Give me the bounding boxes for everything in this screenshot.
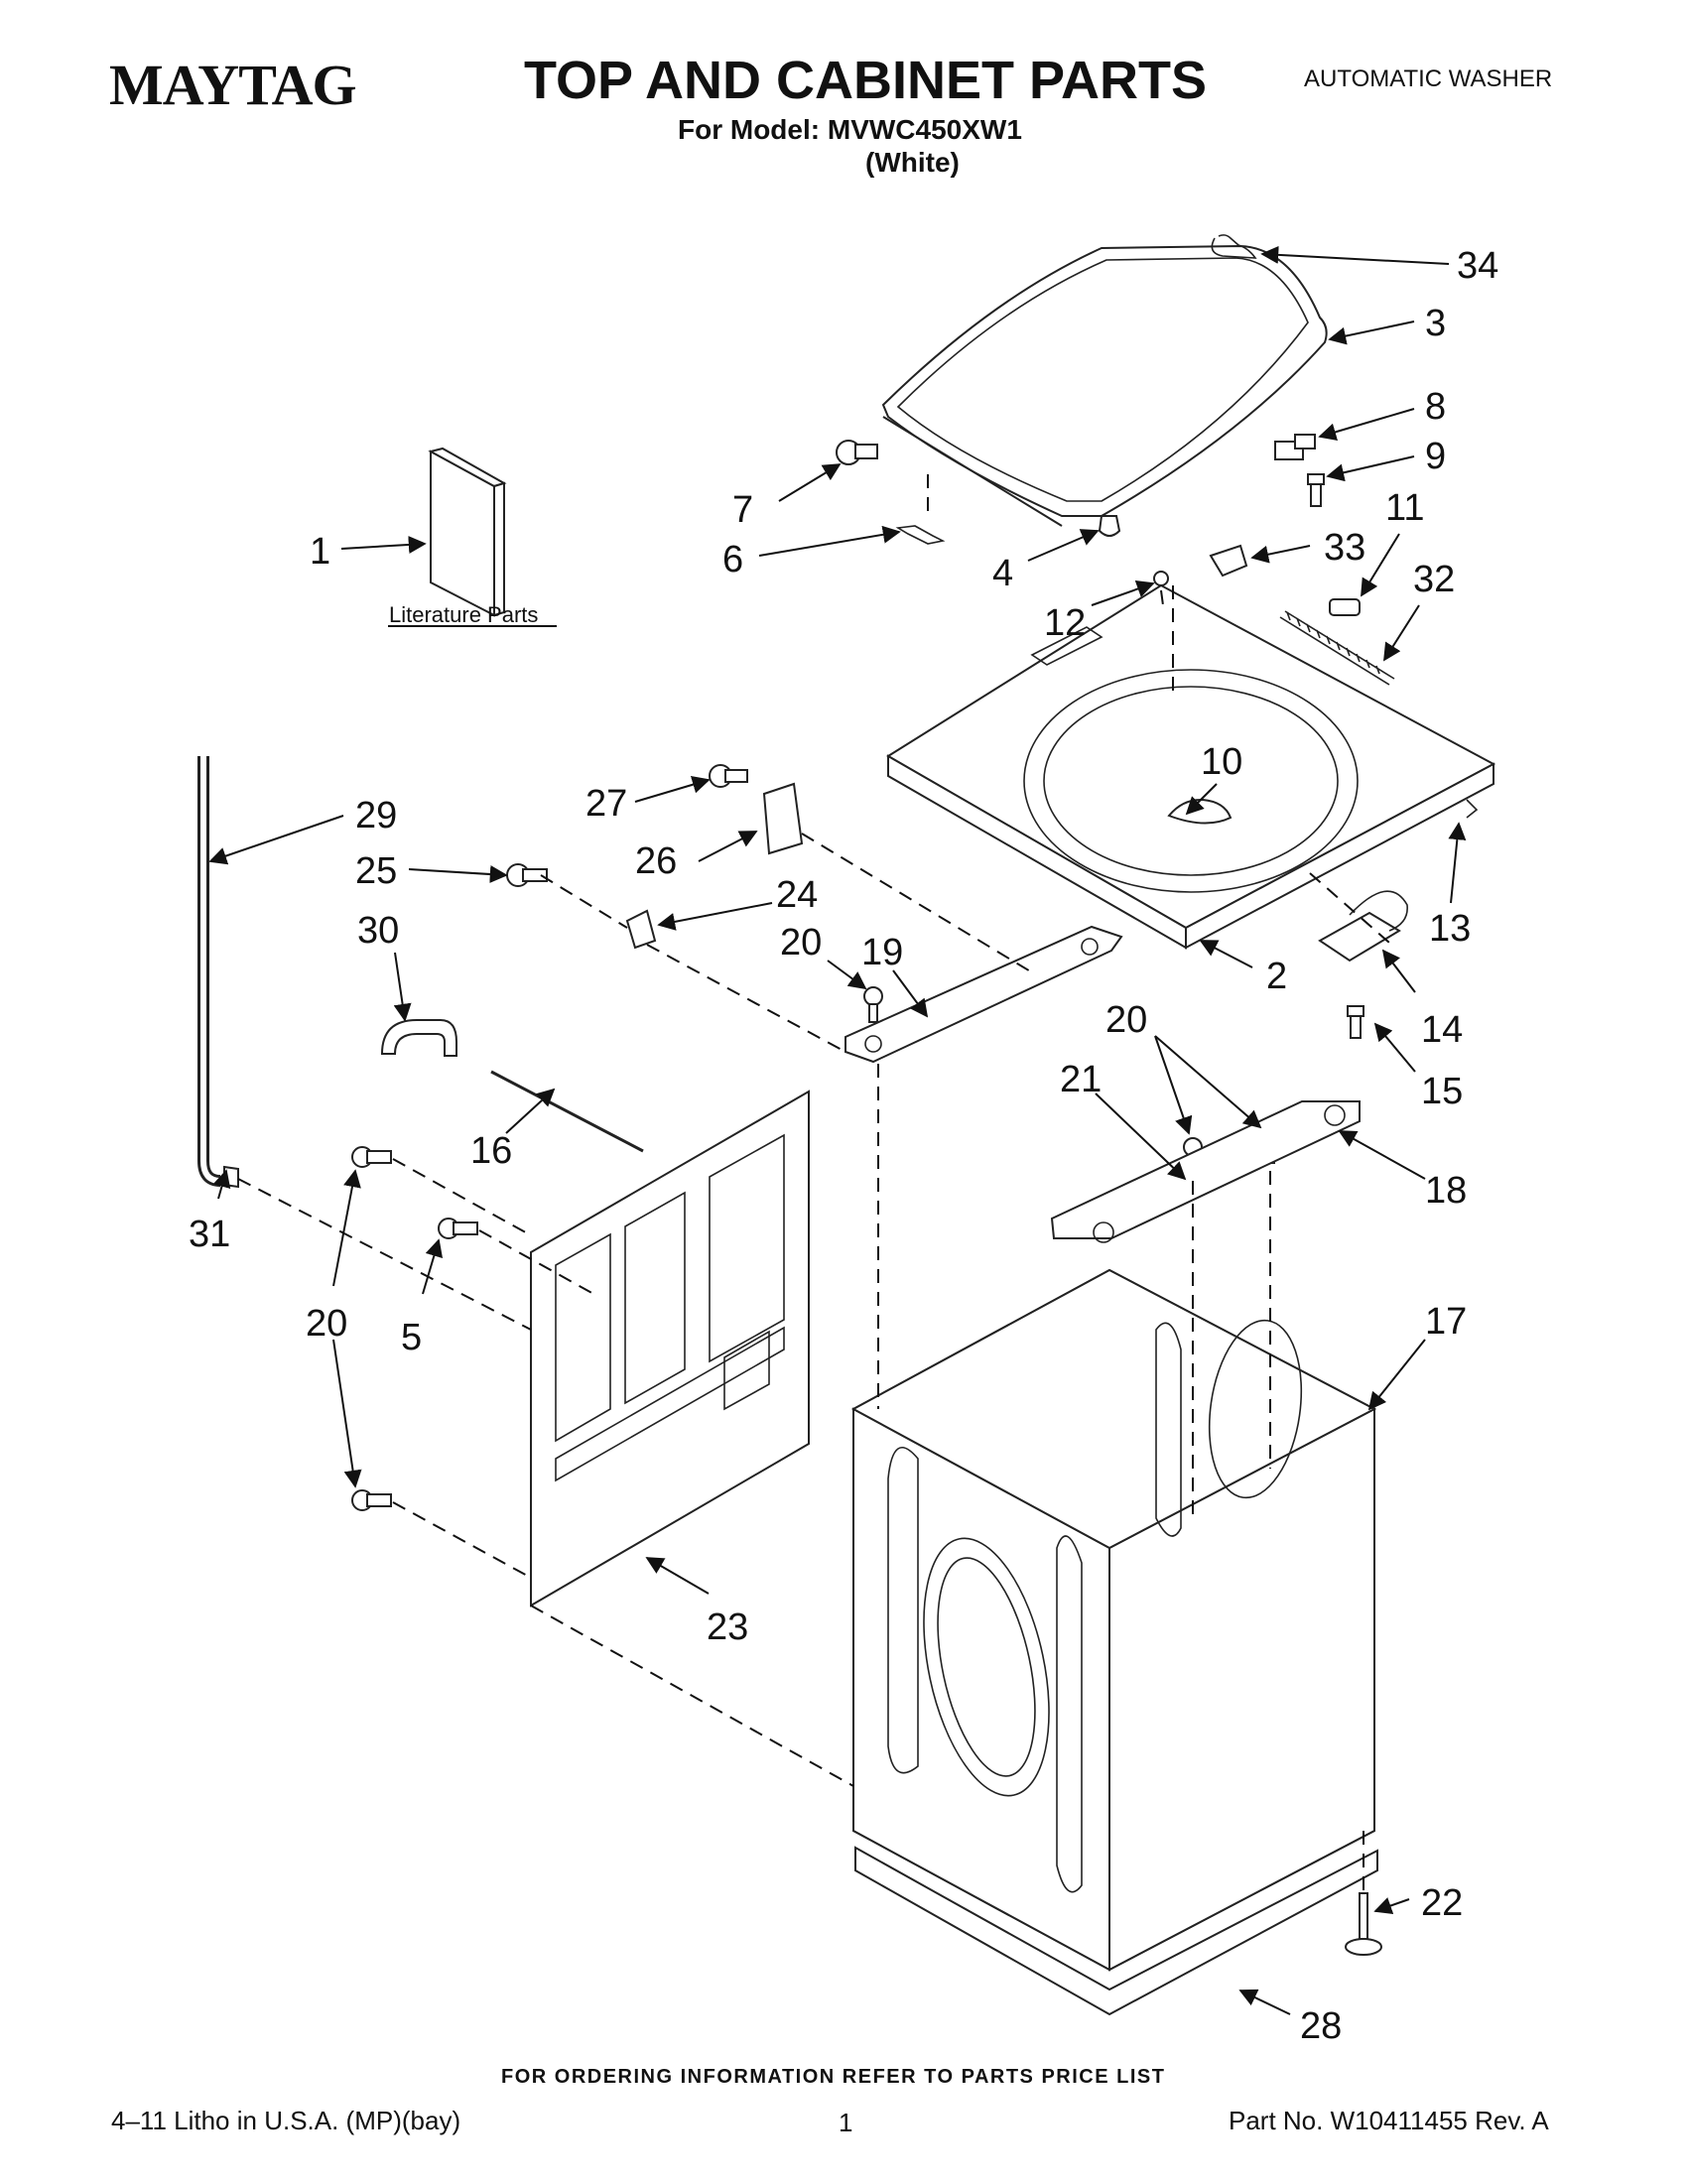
callout-1: 1 (310, 531, 330, 573)
callout-27: 27 (585, 783, 627, 825)
callout-7: 7 (732, 489, 753, 531)
bracket-33-drawing (1209, 544, 1248, 578)
callout-14: 14 (1421, 1009, 1463, 1051)
ordering-note: FOR ORDERING INFORMATION REFER TO PARTS … (501, 2066, 1166, 2088)
hose-clamp-drawing (223, 1165, 239, 1189)
part-number: Part No. W10411455 Rev. A (1229, 2106, 1549, 2135)
lid-switch-drawing (1274, 434, 1316, 460)
lid-drawing (881, 244, 1328, 527)
callout-3: 3 (1425, 303, 1446, 344)
model-line: For Model: MVWC450XW1 (678, 114, 1022, 145)
screw-20-drawing-d (351, 1146, 392, 1168)
callout-23: 23 (707, 1606, 748, 1648)
assembly-lines (237, 474, 1390, 1893)
literature-parts-label: Literature Parts (389, 602, 538, 627)
front-crossbar-drawing (844, 925, 1123, 1064)
nut-12-drawing (1153, 571, 1169, 586)
hinge-screw-drawing (836, 440, 878, 465)
base-drawing (854, 1846, 1378, 2016)
callout-24: 24 (776, 874, 818, 916)
callout-32: 32 (1413, 559, 1455, 600)
leveling-leg-drawing (1345, 1892, 1382, 1956)
page-number: 1 (839, 2108, 853, 2137)
callout-11: 11 (1385, 487, 1424, 529)
callout-20c: 20 (306, 1303, 347, 1345)
callout-18: 18 (1425, 1170, 1467, 1212)
callout-17: 17 (1425, 1301, 1467, 1343)
callout-12: 12 (1044, 602, 1086, 644)
hinge-clip-drawing (895, 525, 946, 545)
callout-19: 19 (861, 932, 903, 973)
callout-10: 10 (1201, 741, 1242, 783)
callout-33: 33 (1324, 527, 1365, 569)
strap-16-drawing (490, 1070, 644, 1153)
literature-booklet-drawing (428, 447, 507, 617)
lid-bumper-drawing (1098, 515, 1121, 537)
screw-20-drawing-e (351, 1489, 392, 1511)
callout-21: 21 (1060, 1059, 1102, 1100)
switch-screw-drawing (1307, 473, 1325, 507)
callout-4: 4 (992, 553, 1013, 594)
callout-31: 31 (189, 1214, 230, 1255)
product-type: AUTOMATIC WASHER (1304, 65, 1553, 92)
screw-20-drawing-a (863, 986, 883, 1023)
model-color: (White) (865, 147, 960, 178)
part-11-drawing (1329, 598, 1361, 616)
top-panel-drawing (886, 583, 1496, 950)
callout-5: 5 (401, 1317, 422, 1358)
callout-29: 29 (355, 795, 397, 836)
callout-15: 15 (1421, 1071, 1463, 1112)
callout-25: 25 (355, 850, 397, 892)
callout-30: 30 (357, 910, 399, 952)
bracket-26-drawing (762, 782, 804, 855)
callout-28: 28 (1300, 2005, 1342, 2047)
cabinet-drawing (850, 1268, 1377, 1972)
callout-8: 8 (1425, 386, 1446, 428)
brand-logo: MAYTAG (109, 53, 357, 117)
callout-20a: 20 (780, 922, 822, 964)
clip-13-drawing (1466, 799, 1479, 819)
callout-16: 16 (470, 1130, 512, 1172)
callout-13: 13 (1429, 908, 1471, 950)
screw-27-drawing (709, 764, 748, 788)
callout-22: 22 (1421, 1882, 1463, 1924)
clip-24-drawing (625, 909, 657, 950)
callout-9: 9 (1425, 436, 1446, 477)
control-board-drawing (1318, 890, 1408, 963)
hose-guide-drawing (380, 1019, 457, 1057)
callout-6: 6 (722, 539, 743, 580)
leader-lines (208, 245, 1467, 2015)
lid-spring-drawing (1211, 234, 1257, 259)
drain-hose-highlight (200, 756, 221, 1184)
page-title: TOP AND CABINET PARTS (524, 51, 1208, 110)
callout-34: 34 (1457, 245, 1498, 287)
spring-32-drawing (1279, 610, 1395, 686)
callout-20b: 20 (1105, 999, 1147, 1041)
rear-panel-drawing (530, 1090, 810, 1607)
callout-2: 2 (1266, 956, 1287, 997)
board-screw-drawing (1347, 1005, 1364, 1039)
callout-numbers: 34 3 8 9 7 6 4 33 11 1 12 32 10 29 27 26… (189, 245, 1498, 2047)
litho-line: 4–11 Litho in U.S.A. (MP)(bay) (111, 2106, 461, 2135)
screw-5-drawing (438, 1218, 478, 1239)
callout-26: 26 (635, 840, 677, 882)
rear-crossbar-drawing (1050, 1100, 1361, 1243)
